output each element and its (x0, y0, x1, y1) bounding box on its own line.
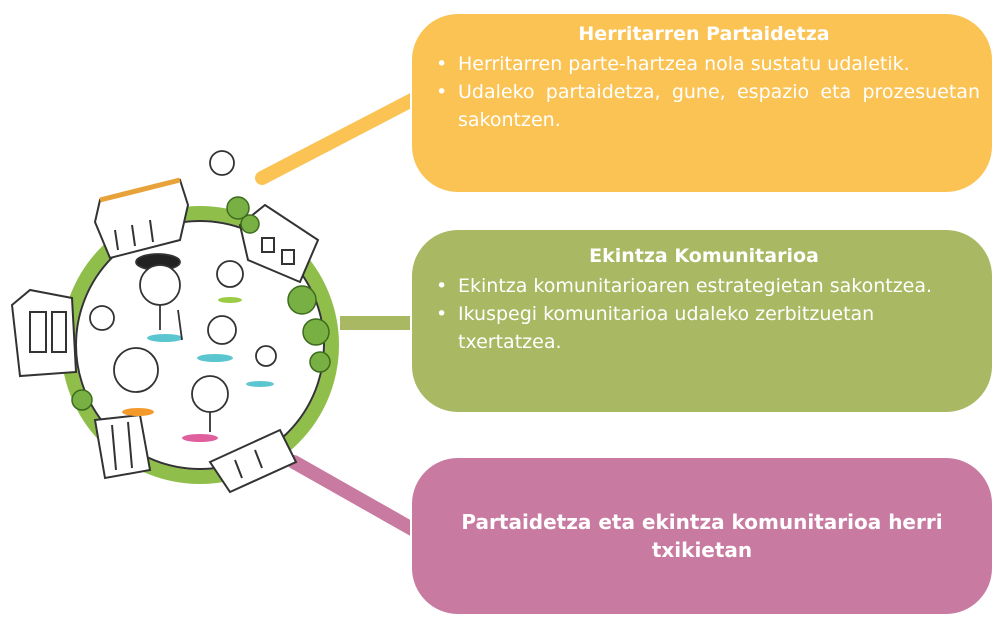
box-title: Herritarren Partaidetza (578, 23, 830, 45)
globe (75, 220, 325, 470)
box-ekintza-komunitarioa: Ekintza Komunitarioa Ekintza komunitario… (412, 230, 992, 412)
connector-yellow (255, 93, 410, 185)
box-title: Ekintza Komunitarioa (589, 245, 819, 267)
bullet-list: Ekintza komunitarioaren estrategietan sa… (428, 272, 980, 356)
connector-green (340, 316, 410, 330)
buildings (10, 177, 320, 494)
bullet-item: Herritarren parte-hartzea nola sustatu u… (428, 50, 980, 78)
connector-pink (287, 455, 410, 536)
trees (71, 196, 331, 411)
box-title: Partaidetza eta ekintza komunitarioa her… (461, 510, 943, 562)
bullet-item: Ikuspegi komunitarioa udaleko zerbitzuet… (428, 300, 980, 356)
bullet-item: Udaleko partaidetza, gune, espazio eta p… (428, 78, 980, 134)
box-herri-txikietan: Partaidetza eta ekintza komunitarioa her… (412, 458, 992, 614)
people (89, 150, 277, 442)
box-herritarren-partaidetza: Herritarren Partaidetza Herritarren part… (412, 14, 992, 192)
community-globe-illustration (10, 93, 410, 536)
bullet-list: Herritarren parte-hartzea nola sustatu u… (428, 50, 980, 134)
bullet-item: Ekintza komunitarioaren estrategietan sa… (428, 272, 980, 300)
